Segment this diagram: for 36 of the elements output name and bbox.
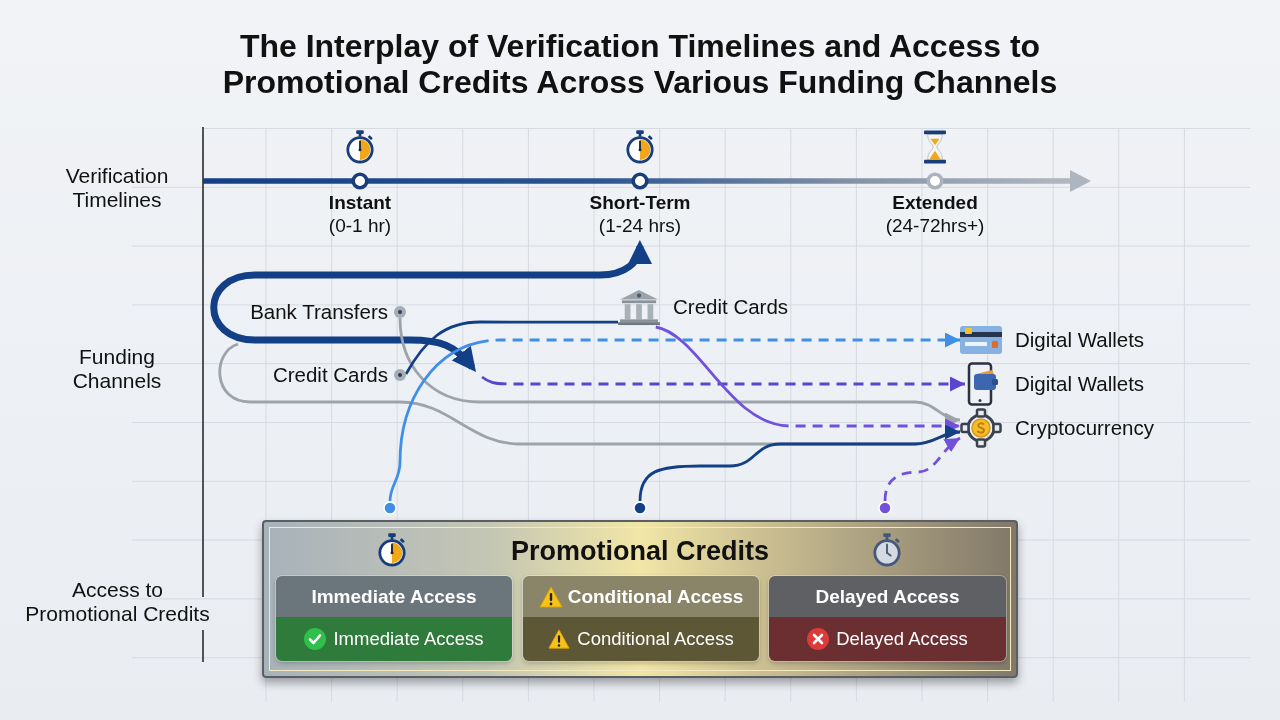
- channel-label: Bank Transfers: [250, 300, 388, 324]
- diagram-title: The Interplay of Verification Timelines and Access to Promotional Credits Across Various Funding Channels: [221, 28, 1059, 100]
- channel-label: Digital Wallets: [1015, 328, 1145, 352]
- timepoint-range: (0-1 hr): [328, 215, 392, 237]
- timepoint-title: Short-Term: [589, 192, 691, 214]
- promo-credits-panel: [262, 520, 1018, 678]
- flow-arrow: [481, 375, 965, 392]
- endpoint-dot: [878, 501, 892, 515]
- card-title: Delayed Access: [815, 585, 960, 608]
- access-card: [276, 576, 512, 661]
- status-text: Delayed Access: [836, 628, 968, 650]
- card-title: Conditional Access: [567, 585, 744, 608]
- panel-title: Promotional Credits: [511, 535, 769, 567]
- card-title: Immediate Access: [311, 585, 477, 608]
- timepoint-title: Extended: [892, 192, 978, 214]
- channel-label: Credit Cards: [272, 363, 388, 387]
- endpoint-dot: [633, 501, 647, 515]
- access-card: [769, 576, 1006, 661]
- row-label: Access to Promotional Credits: [24, 578, 211, 626]
- double-headed-arrow: [210, 240, 651, 372]
- timepoint-range: (24-72hrs+): [885, 215, 985, 237]
- status-text: Conditional Access: [577, 628, 734, 650]
- channel-label: Cryptocurrency: [1015, 416, 1154, 440]
- access-card: [523, 576, 759, 661]
- status-text: Immediate Access: [333, 628, 484, 650]
- channel-label: Digital Wallets: [1015, 372, 1145, 396]
- endpoint-dot: [383, 501, 397, 515]
- connector-line: [404, 320, 618, 375]
- flow-arrow: [883, 436, 961, 502]
- channel-label: Credit Cards: [673, 295, 789, 319]
- row-label: Funding Channels: [71, 345, 163, 393]
- row-label: Verification Timelines: [64, 164, 170, 212]
- timepoint-range: (1-24 hrs): [598, 215, 682, 237]
- flow-arrow: [388, 332, 960, 502]
- flow-arrow: [638, 425, 961, 502]
- timepoint-title: Instant: [328, 192, 392, 214]
